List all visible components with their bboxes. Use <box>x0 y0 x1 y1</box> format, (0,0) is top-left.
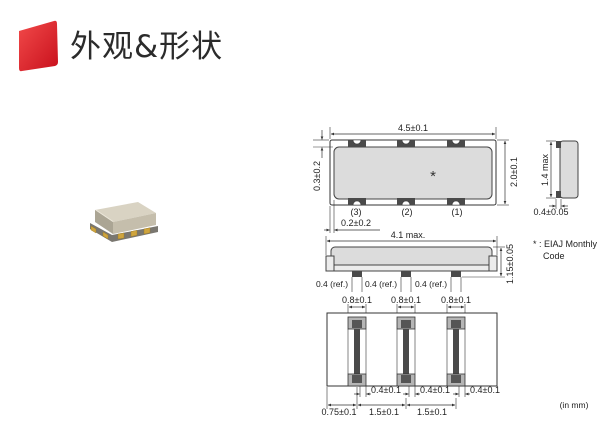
terminal-notch <box>352 139 362 145</box>
dim-label-side-height: 1.15±0.05 <box>505 244 515 284</box>
land-trace <box>453 329 459 374</box>
land-pad-core <box>401 375 411 383</box>
side-view-terminal <box>352 271 362 277</box>
photo-pad <box>90 225 97 234</box>
terminal-label-2: (2) <box>402 207 413 217</box>
land-trace <box>354 329 360 374</box>
dim-gap: 0.4±0.1 <box>453 385 500 397</box>
note-line-2: Code <box>543 251 565 261</box>
side-view-end-cap <box>488 255 498 272</box>
terminal-notch <box>401 139 411 145</box>
photo-body-left <box>95 210 113 234</box>
dim-label-pad-width: 0.8±0.1 <box>342 295 372 305</box>
dim-label-terminal-offset: 0.2±0.2 <box>341 218 371 228</box>
photo-body-right <box>113 213 156 234</box>
dim-label-terminal-ref: 0.4 (ref.) <box>415 279 447 289</box>
photo-pad <box>117 232 125 240</box>
land-pattern: 0.8±0.1 0.8±0.1 0.8±0.1 <box>322 295 500 417</box>
end-view: 1.4 max 0.4±0.05 <box>534 140 579 217</box>
land-pad-core <box>451 375 461 383</box>
side-view-terminal <box>451 271 461 277</box>
side-view-body <box>330 246 493 266</box>
dim-label-gap: 0.4±0.1 <box>470 385 500 395</box>
top-view: * 4.5±0.1 0.3±0.2 2.0±0.1 (3) (2) (1) <box>312 123 519 233</box>
note-line-1: * : EIAJ Monthly <box>533 239 598 249</box>
land-trace <box>403 329 409 374</box>
dim-label-end-height: 1.4 max <box>540 153 550 186</box>
dim-label-length: 4.5±0.1 <box>398 123 428 133</box>
dim-label-pitch: 0.75±0.1 <box>322 407 357 417</box>
dim-edge-offset: 0.3±0.2 <box>312 130 333 191</box>
photo-pad <box>102 231 109 240</box>
dim-label-terminal-thickness: 0.4±0.05 <box>534 207 569 217</box>
side-view: 4.1 max. 0.4 (ref.) 0.4 (ref.) 0.4 (ref.… <box>316 230 515 292</box>
pad-column <box>446 316 466 387</box>
dim-label-gap: 0.4±0.1 <box>420 385 450 395</box>
dim-label-pitch: 1.5±0.1 <box>417 407 447 417</box>
marking-note: * : EIAJ Monthly Code <box>533 239 598 261</box>
terminal-notch <box>401 200 411 206</box>
side-view-terminal <box>401 271 411 277</box>
dim-label-pad-width: 0.8±0.1 <box>441 295 471 305</box>
dim-side-length: 4.1 max. <box>325 230 498 255</box>
product-photo <box>90 202 158 242</box>
photo-body-top <box>95 202 156 222</box>
photo-pad <box>130 230 138 237</box>
land-pad-core <box>451 320 461 328</box>
dim-label-gap: 0.4±0.1 <box>371 385 401 395</box>
dim-gap: 0.4±0.1 <box>354 385 401 397</box>
end-view-terminal <box>556 191 561 198</box>
dim-label-terminal-ref: 0.4 (ref.) <box>316 279 348 289</box>
end-view-terminal <box>556 141 561 148</box>
land-pad-core <box>401 320 411 328</box>
pad-column <box>347 316 367 387</box>
terminal-notch <box>451 139 461 145</box>
side-view-base <box>332 264 491 272</box>
dim-label-edge-offset: 0.3±0.2 <box>312 161 322 191</box>
dim-terminal-offset: 0.2±0.2 <box>324 200 380 233</box>
terminal-notch <box>451 200 461 206</box>
dim-side-height: 1.15±0.05 <box>462 244 515 284</box>
dim-label-width: 2.0±0.1 <box>509 157 519 187</box>
page-title: 外观&形状 <box>70 29 224 65</box>
dim-label-terminal-ref: 0.4 (ref.) <box>365 279 397 289</box>
land-pad-core <box>352 320 362 328</box>
end-view-body <box>559 140 579 199</box>
dim-overall-length: 4.5±0.1 <box>329 123 497 139</box>
photo-pad <box>143 227 151 235</box>
dim-terminal-thickness: 0.4±0.05 <box>534 199 569 217</box>
dim-label-pad-width: 0.8±0.1 <box>391 295 421 305</box>
units-label: (in mm) <box>560 400 589 410</box>
dim-end-height: 1.4 max <box>540 140 556 199</box>
pad-column <box>396 316 416 387</box>
red-square-icon <box>19 20 58 72</box>
dim-label-pitch: 1.5±0.1 <box>369 407 399 417</box>
top-view-body <box>333 146 493 200</box>
dim-width: 2.0±0.1 <box>497 139 519 206</box>
dim-pitch-row: 0.75±0.1 1.5±0.1 1.5±0.1 <box>322 387 457 417</box>
photo-highlight <box>95 209 114 222</box>
terminal-label-3: (3) <box>351 207 362 217</box>
dim-gap: 0.4±0.1 <box>403 385 450 397</box>
marking-symbol: * <box>430 168 436 185</box>
terminal-notch <box>352 200 362 206</box>
land-pad-core <box>352 375 362 383</box>
side-view-end-cap <box>325 255 335 272</box>
dim-label-side-length: 4.1 max. <box>391 230 426 240</box>
terminal-label-1: (1) <box>452 207 463 217</box>
